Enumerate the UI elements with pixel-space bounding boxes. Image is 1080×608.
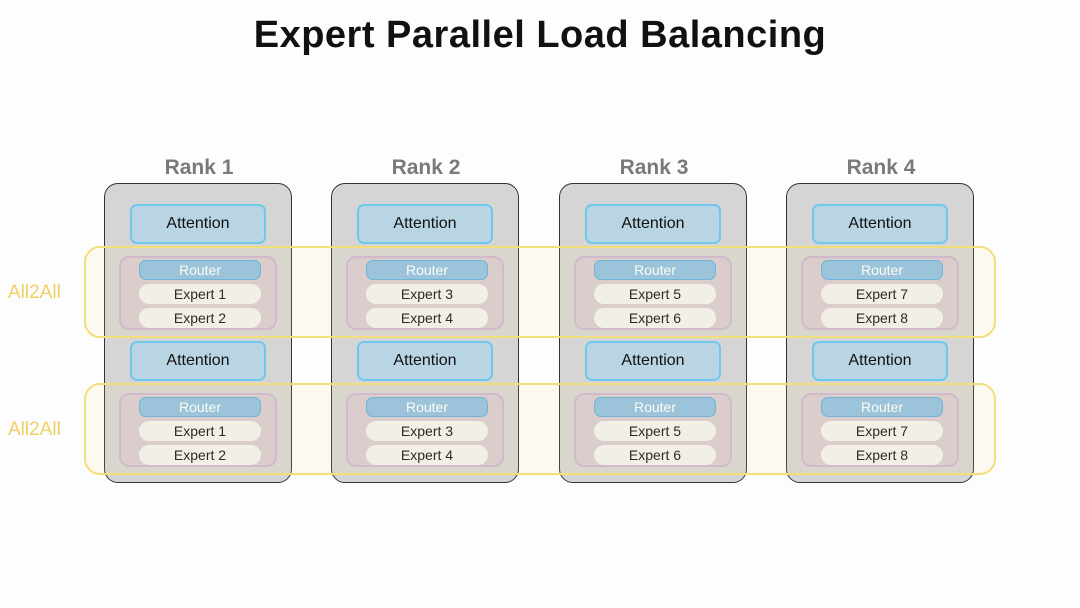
router-block: Router (366, 260, 488, 280)
expert-block: Expert 3 (366, 421, 488, 441)
expert-block: Expert 7 (821, 284, 943, 304)
all2all-label: All2All (8, 282, 61, 303)
router-block: Router (139, 397, 261, 417)
attention-block: Attention (812, 341, 948, 381)
expert-block: Expert 5 (594, 284, 716, 304)
attention-block: Attention (357, 341, 493, 381)
attention-block: Attention (130, 204, 266, 244)
rank-label-4: Rank 4 (846, 156, 916, 179)
moe-layer: Router Expert 1 Expert 2 (119, 393, 277, 467)
expert-block: Expert 8 (821, 308, 943, 328)
moe-layer: Router Expert 7 Expert 8 (801, 393, 959, 467)
rank-label-1: Rank 1 (164, 156, 234, 179)
all2all-band (84, 383, 996, 475)
expert-block: Expert 2 (139, 445, 261, 465)
expert-block: Expert 7 (821, 421, 943, 441)
attention-block: Attention (357, 204, 493, 244)
rank-label-3: Rank 3 (619, 156, 689, 179)
expert-block: Expert 4 (366, 445, 488, 465)
all2all-label: All2All (8, 419, 61, 440)
router-block: Router (594, 260, 716, 280)
moe-layer: Router Expert 3 Expert 4 (346, 393, 504, 467)
router-block: Router (139, 260, 261, 280)
attention-block: Attention (585, 204, 721, 244)
moe-layer: Router Expert 3 Expert 4 (346, 256, 504, 330)
rank-box-4: Attention Router Expert 7 Expert 8 Atten… (786, 183, 974, 483)
moe-layer: Router Expert 5 Expert 6 (574, 256, 732, 330)
expert-block: Expert 1 (139, 284, 261, 304)
attention-block: Attention (812, 204, 948, 244)
rank-box-3: Attention Router Expert 5 Expert 6 Atten… (559, 183, 747, 483)
router-block: Router (594, 397, 716, 417)
page-title: Expert Parallel Load Balancing (253, 14, 827, 56)
expert-block: Expert 1 (139, 421, 261, 441)
router-block: Router (821, 397, 943, 417)
rank-box-2: Attention Router Expert 3 Expert 4 Atten… (331, 183, 519, 483)
all2all-band (84, 246, 996, 338)
expert-block: Expert 6 (594, 308, 716, 328)
expert-block: Expert 6 (594, 445, 716, 465)
expert-block: Expert 5 (594, 421, 716, 441)
expert-block: Expert 2 (139, 308, 261, 328)
expert-block: Expert 8 (821, 445, 943, 465)
router-block: Router (821, 260, 943, 280)
rank-box-1: Attention Router Expert 1 Expert 2 Atten… (104, 183, 292, 483)
moe-layer: Router Expert 5 Expert 6 (574, 393, 732, 467)
router-block: Router (366, 397, 488, 417)
rank-label-2: Rank 2 (391, 156, 461, 179)
expert-block: Expert 4 (366, 308, 488, 328)
attention-block: Attention (585, 341, 721, 381)
attention-block: Attention (130, 341, 266, 381)
moe-layer: Router Expert 1 Expert 2 (119, 256, 277, 330)
expert-block: Expert 3 (366, 284, 488, 304)
moe-layer: Router Expert 7 Expert 8 (801, 256, 959, 330)
